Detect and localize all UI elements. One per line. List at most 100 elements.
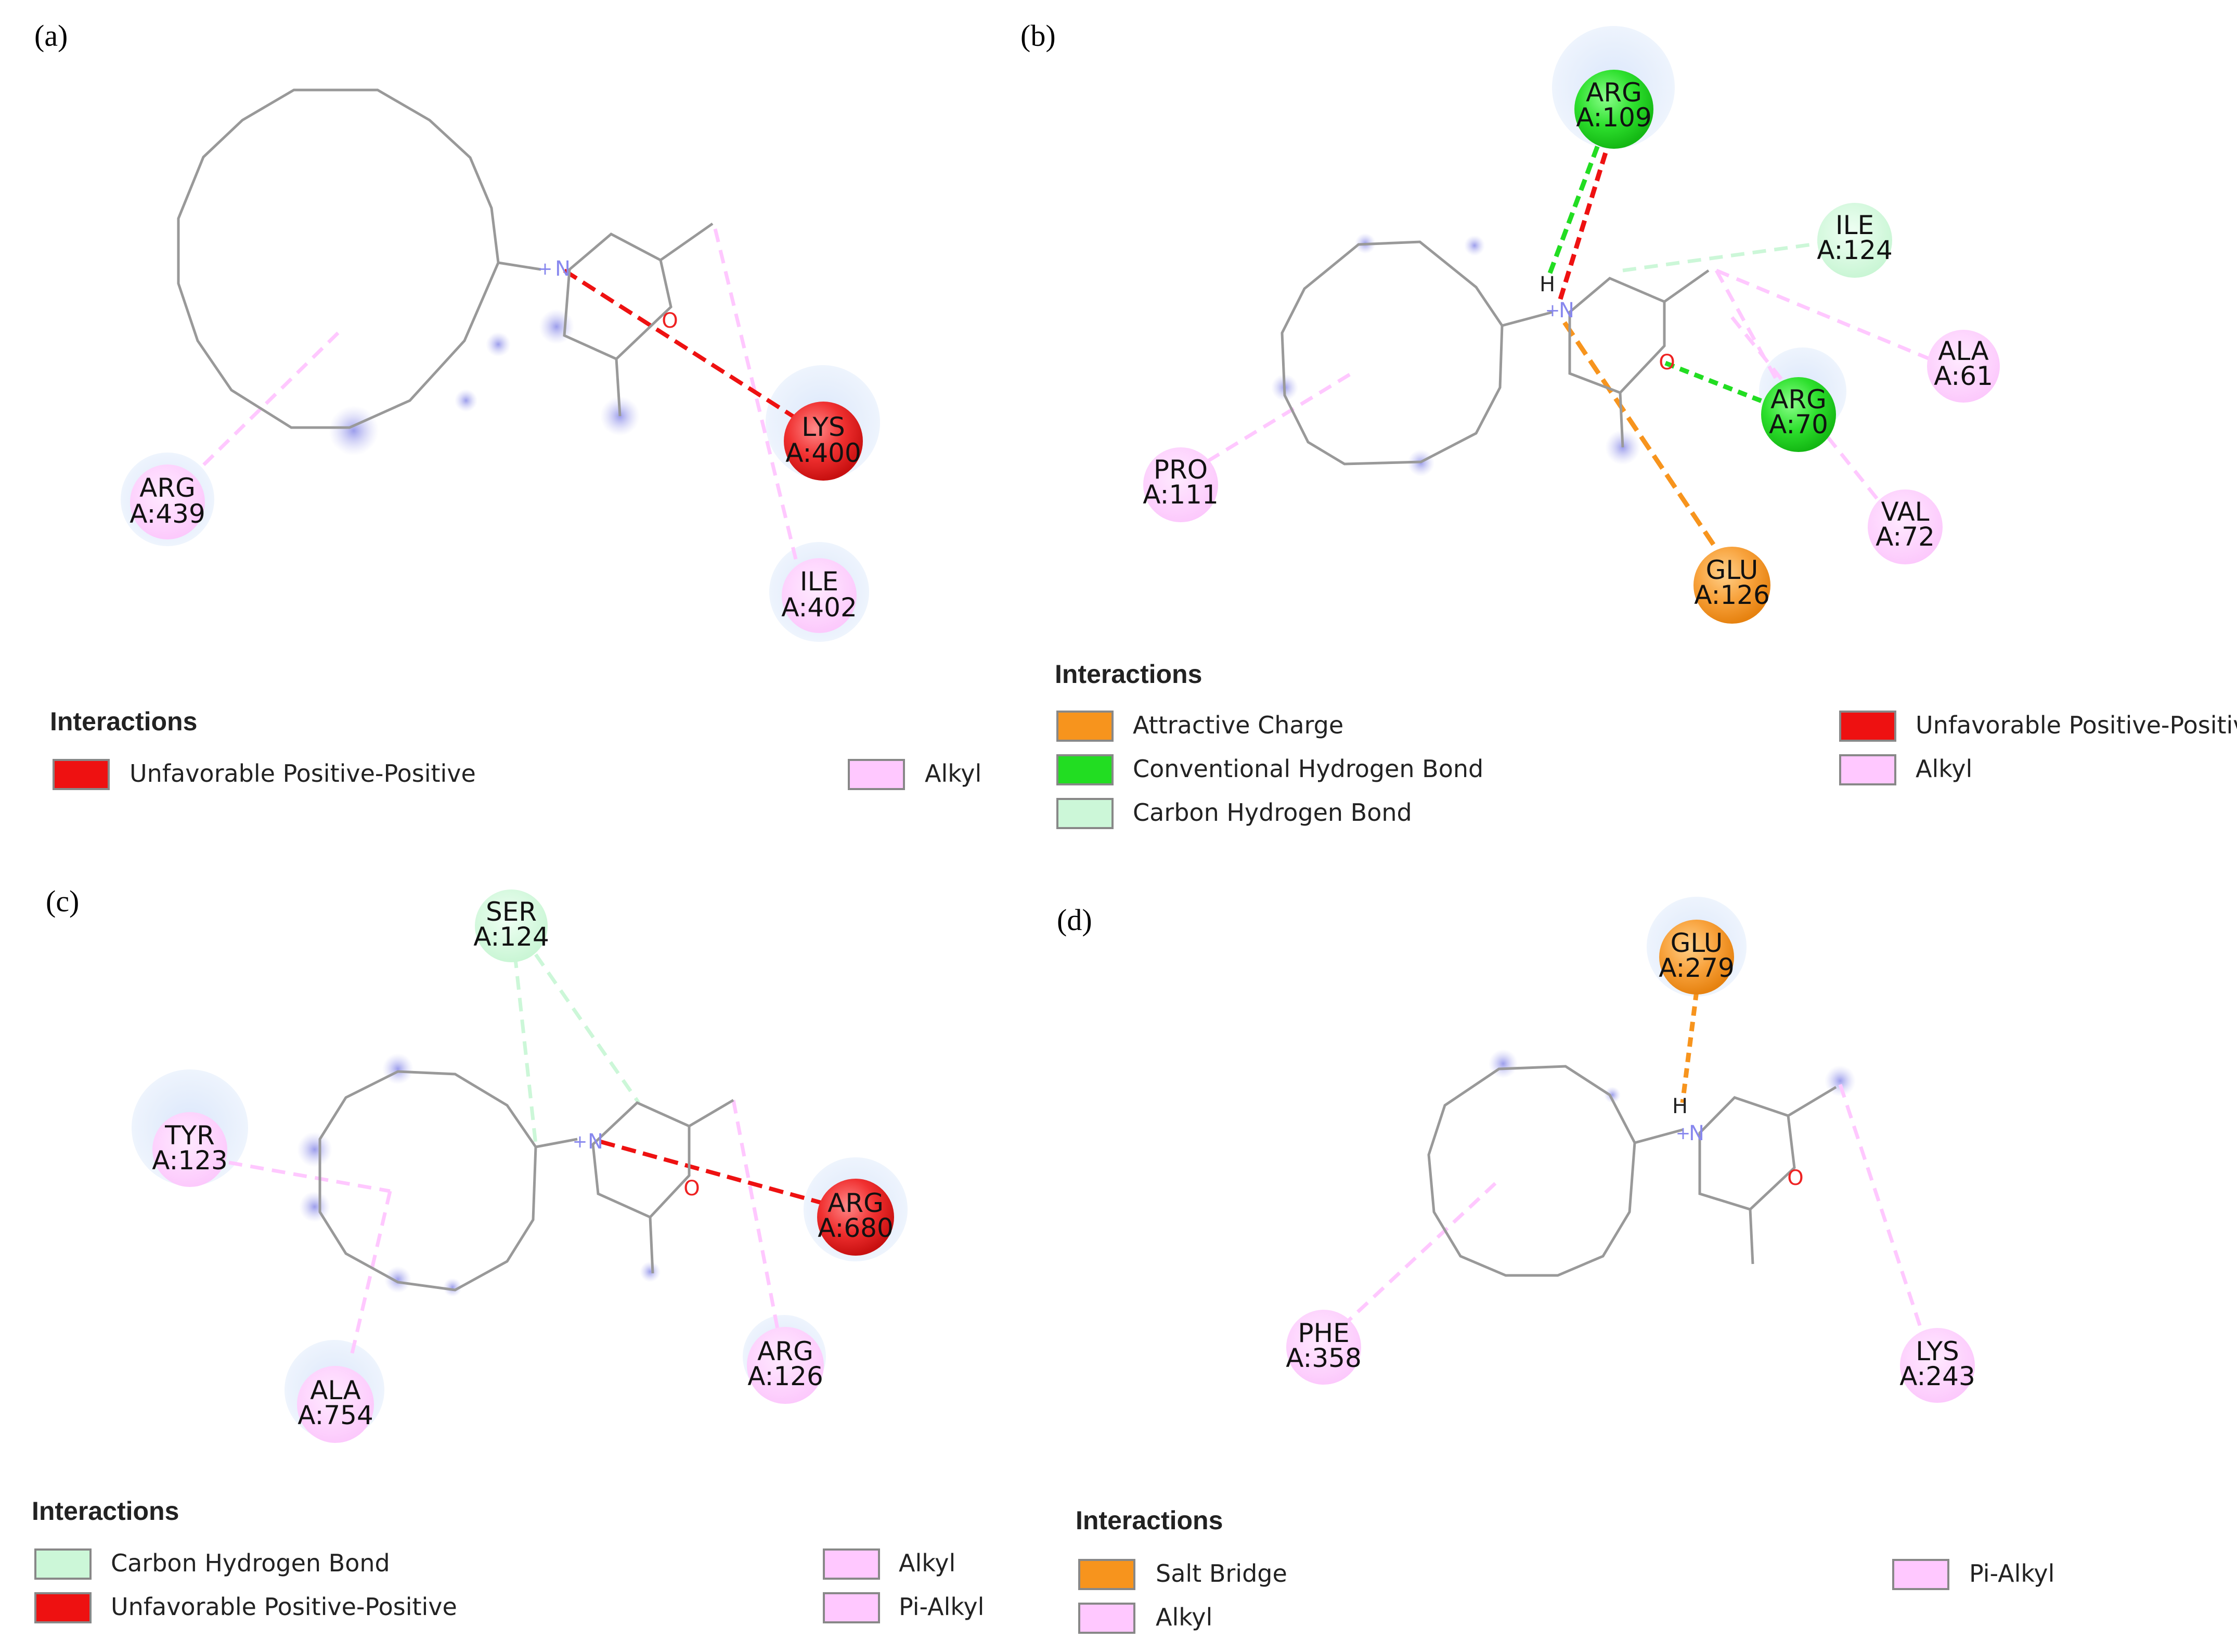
hydrogen-bond-line bbox=[1547, 126, 1607, 274]
residue-name: GLU bbox=[1706, 555, 1758, 585]
legend: Interactions Carbon Hydrogen Bond Unfavo… bbox=[32, 1496, 984, 1623]
residue-pro-111: PRO A:111 bbox=[1143, 447, 1219, 522]
panel-b: (b) N + H O bbox=[1020, 19, 2237, 829]
nitrogen-atom: N bbox=[555, 257, 571, 281]
residue-arg-109: ARG A:109 bbox=[1574, 70, 1653, 149]
alkyl-interaction-line bbox=[713, 228, 798, 560]
residue-glu-279: GLU A:279 bbox=[1659, 920, 1735, 995]
residue-glu-126: GLU A:126 bbox=[1693, 547, 1770, 624]
charge-plus: + bbox=[573, 1131, 588, 1152]
panel-c: (c) N + O bbox=[32, 884, 984, 1623]
residue-number: A:279 bbox=[1659, 953, 1735, 983]
legend-swatch-unfavorable bbox=[34, 1592, 92, 1623]
solvent-exposure-spots bbox=[1271, 233, 1640, 476]
hydrogen-bond-line bbox=[1664, 360, 1775, 408]
salt-bridge-line bbox=[1680, 990, 1699, 1103]
oxygen-atom: O bbox=[1659, 351, 1675, 375]
residue-arg-126: ARG A:126 bbox=[747, 1327, 824, 1404]
legend-label: Carbon Hydrogen Bond bbox=[111, 1549, 390, 1577]
legend-swatch-alkyl bbox=[848, 759, 905, 790]
legend-label: Alkyl bbox=[1156, 1603, 1212, 1631]
legend-label: Pi-Alkyl bbox=[899, 1593, 984, 1621]
legend: Interactions Attractive Charge Conventio… bbox=[1055, 660, 2237, 829]
residue-number: A:126 bbox=[747, 1361, 823, 1391]
residue-number: A:126 bbox=[1694, 580, 1770, 610]
residue-name: LYS bbox=[1916, 1336, 1959, 1366]
legend-swatch-pi-alkyl bbox=[823, 1592, 880, 1623]
residue-name: ARG bbox=[1770, 384, 1827, 415]
legend-swatch-carbon-hydrogen bbox=[34, 1548, 92, 1580]
legend-title: Interactions bbox=[1055, 660, 1202, 689]
alkyl-interaction-line bbox=[1195, 373, 1351, 470]
alkyl-interaction-line bbox=[1714, 269, 1787, 396]
residue-lys-243: LYS A:243 bbox=[1899, 1328, 1975, 1403]
legend: Interactions Unfavorable Positive-Positi… bbox=[50, 707, 981, 790]
residue-name: LYS bbox=[801, 412, 845, 442]
charge-plus: + bbox=[1676, 1123, 1691, 1144]
legend-swatch-unfavorable bbox=[53, 759, 110, 790]
residue-number: A:109 bbox=[1576, 102, 1652, 133]
residue-number: A:400 bbox=[785, 438, 861, 468]
legend-swatch-alkyl bbox=[823, 1548, 880, 1580]
legend-swatch-pi-alkyl bbox=[1892, 1559, 1949, 1590]
oxygen-atom: O bbox=[662, 309, 678, 333]
alkyl-interaction-line bbox=[1335, 1182, 1497, 1333]
panel-label: (a) bbox=[34, 19, 68, 53]
residue-name: ALA bbox=[1938, 336, 1988, 366]
residue-tyr-123: TYR A:123 bbox=[152, 1112, 228, 1187]
panel-label: (b) bbox=[1020, 19, 1056, 53]
legend-swatch-alkyl bbox=[1078, 1603, 1135, 1634]
legend-title: Interactions bbox=[32, 1496, 179, 1526]
residue-name: ARG bbox=[827, 1188, 884, 1218]
unfavorable-interaction-line bbox=[1558, 126, 1616, 300]
residue-phe-358: PHE A:358 bbox=[1286, 1310, 1362, 1385]
carbon-hydrogen-line bbox=[534, 953, 640, 1104]
legend-label: Carbon Hydrogen Bond bbox=[1133, 798, 1412, 827]
residue-ala-754: ALA A:754 bbox=[297, 1366, 374, 1443]
residue-number: A:439 bbox=[130, 499, 205, 529]
residue-arg-439: ARG A:439 bbox=[130, 464, 205, 539]
residue-number: A:124 bbox=[473, 922, 549, 952]
legend-swatch-carbon-hydrogen bbox=[1056, 798, 1114, 829]
residue-name: ARG bbox=[757, 1336, 813, 1366]
nitrogen-atom: N bbox=[1559, 299, 1574, 322]
legend-label: Unfavorable Positive-Positive bbox=[1916, 711, 2237, 739]
oxygen-atom: O bbox=[1787, 1166, 1803, 1190]
ligand-structure bbox=[1281, 240, 1710, 466]
legend-label: Alkyl bbox=[1916, 755, 1972, 783]
residue-name: ILE bbox=[800, 566, 838, 597]
residue-name: SER bbox=[486, 897, 537, 927]
legend-label: Conventional Hydrogen Bond bbox=[1133, 755, 1483, 783]
residue-number: A:123 bbox=[152, 1145, 228, 1176]
residue-number: A:680 bbox=[818, 1213, 894, 1243]
legend-label: Alkyl bbox=[925, 759, 981, 788]
legend-swatch-hydrogen-bond bbox=[1056, 754, 1114, 785]
residue-name: PRO bbox=[1154, 455, 1208, 485]
alkyl-interaction-line bbox=[228, 1160, 391, 1193]
residue-name: ARG bbox=[139, 473, 196, 503]
nitrogen-atom: N bbox=[1689, 1121, 1704, 1145]
residue-name: VAL bbox=[1881, 497, 1929, 527]
legend-label: Unfavorable Positive-Positive bbox=[130, 759, 476, 788]
attractive-charge-line bbox=[1562, 321, 1729, 566]
residue-number: A:358 bbox=[1286, 1343, 1362, 1373]
residue-lys-400: LYS A:400 bbox=[784, 402, 863, 481]
carbon-hydrogen-line bbox=[1622, 240, 1831, 273]
residue-name: TYR bbox=[164, 1120, 215, 1151]
residue-number: A:124 bbox=[1817, 235, 1893, 265]
residue-val-72: VAL A:72 bbox=[1868, 489, 1943, 564]
unfavorable-interaction-line bbox=[563, 268, 803, 423]
legend-label: Salt Bridge bbox=[1156, 1559, 1287, 1588]
ligand-structure bbox=[177, 88, 714, 429]
charge-plus: + bbox=[1545, 300, 1560, 321]
panel-label: (c) bbox=[46, 884, 79, 918]
legend-swatch-alkyl bbox=[1839, 754, 1896, 785]
residue-ala-61: ALA A:61 bbox=[1927, 330, 2000, 403]
nitrogen-atom: N bbox=[588, 1130, 603, 1154]
residue-number: A:754 bbox=[298, 1400, 373, 1430]
residue-name: ILE bbox=[1835, 210, 1874, 240]
oxygen-atom: O bbox=[683, 1177, 700, 1201]
ligand-structure bbox=[318, 1070, 734, 1292]
alkyl-interaction-line bbox=[349, 1191, 392, 1358]
